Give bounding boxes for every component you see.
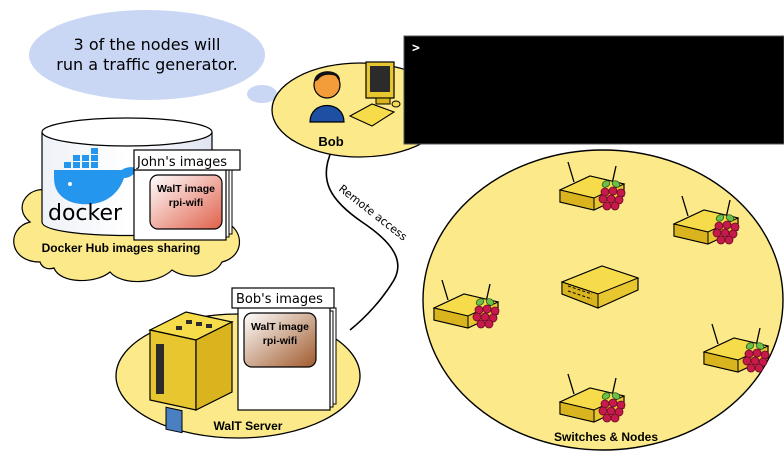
docker-hub-zone: docker John's images WalT image rpi-wifi… [13,117,241,283]
bob-label: Bob [318,134,343,149]
bobs-image-name: WalT image [251,321,309,333]
thought-bubble: 3 of the nodes will run a traffic genera… [29,10,308,103]
docker-hub-label: Docker Hub images sharing [42,241,201,255]
switches-nodes-zone: Switches & Nodes [422,149,784,451]
thought-bubble-line-2: run a traffic generator. [56,55,237,74]
walt-server-zone: Bob's images WalT image rpi-wifi WalT Se… [115,287,361,439]
bobs-image-tag: rpi-wifi [263,335,297,347]
bobs-images-title: Bob's images [236,292,323,307]
thought-bubble-line-1: 3 of the nodes will [74,35,221,54]
server-icon [148,311,234,434]
johns-images-title: John's images [136,155,227,170]
terminal-window[interactable]: > [403,35,784,145]
docker-whale-icon [54,148,136,205]
docker-logo: docker [48,148,136,226]
network-switch-icon [560,265,640,309]
remote-access-cable [325,149,399,331]
bobs-images-stack: Bob's images WalT image rpi-wifi [231,287,337,411]
johns-images-stack: John's images WalT image rpi-wifi [133,149,241,241]
walt-server-label: WalT Server [214,419,283,433]
terminal-prompt: > [412,41,420,56]
remote-access-label: Remote access [336,182,410,244]
docker-logo-text: docker [48,201,123,226]
johns-image-tag: rpi-wifi [169,197,203,209]
switches-nodes-label: Switches & Nodes [554,430,658,444]
computer-icon [348,61,401,127]
johns-image-name: WalT image [157,183,215,195]
user-person-icon [309,71,345,123]
